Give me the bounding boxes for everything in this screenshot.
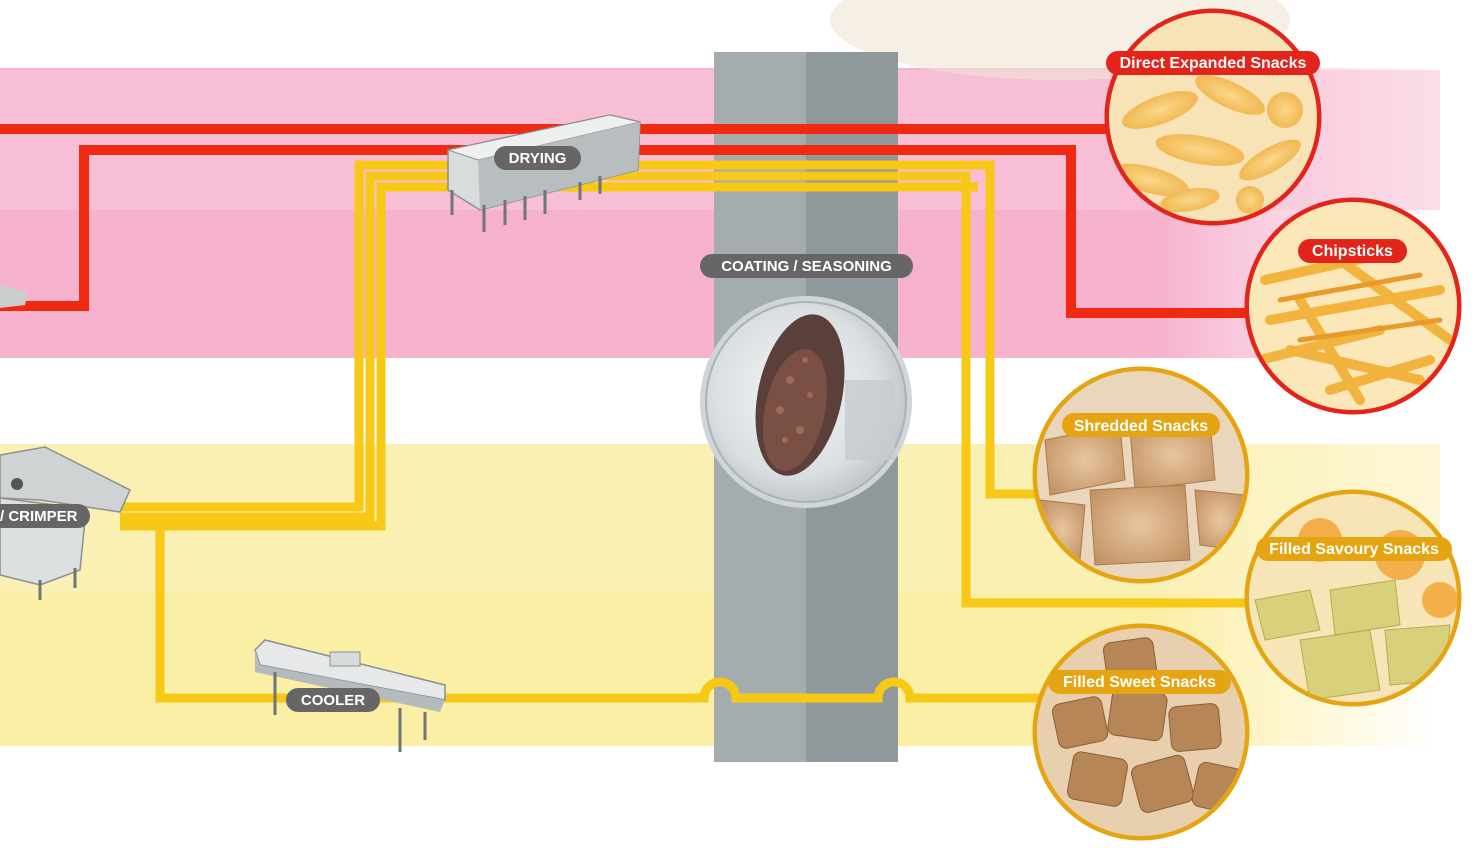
cooler-label-text: COOLER xyxy=(301,692,365,709)
filled-savoury-label: Filled Savoury Snacks xyxy=(1256,537,1452,561)
shredded-label: Shredded Snacks xyxy=(1062,413,1220,437)
crimper-label-text: / CRIMPER xyxy=(0,508,78,525)
filled-sweet-label-text: Filled Sweet Snacks xyxy=(1063,674,1216,691)
product-chipsticks xyxy=(1245,200,1465,420)
coating-drum xyxy=(700,296,912,508)
coating-label-text: COATING / SEASONING xyxy=(721,258,892,275)
coating-label: COATING / SEASONING xyxy=(700,254,913,278)
filled-sweet-label: Filled Sweet Snacks xyxy=(1048,670,1231,694)
direct-expanded-label-text: Direct Expanded Snacks xyxy=(1120,55,1307,72)
direct-expanded-label: Direct Expanded Snacks xyxy=(1106,51,1320,75)
drying-label: DRYING xyxy=(494,146,581,170)
crimper-label: / CRIMPER xyxy=(0,504,90,528)
chipsticks-label-text: Chipsticks xyxy=(1312,243,1393,260)
shredded-label-text: Shredded Snacks xyxy=(1074,418,1208,435)
cooler-label: COOLER xyxy=(286,688,380,712)
filled-savoury-label-text: Filled Savoury Snacks xyxy=(1269,541,1439,558)
chipsticks-label: Chipsticks xyxy=(1298,239,1407,263)
drying-label-text: DRYING xyxy=(509,150,567,167)
